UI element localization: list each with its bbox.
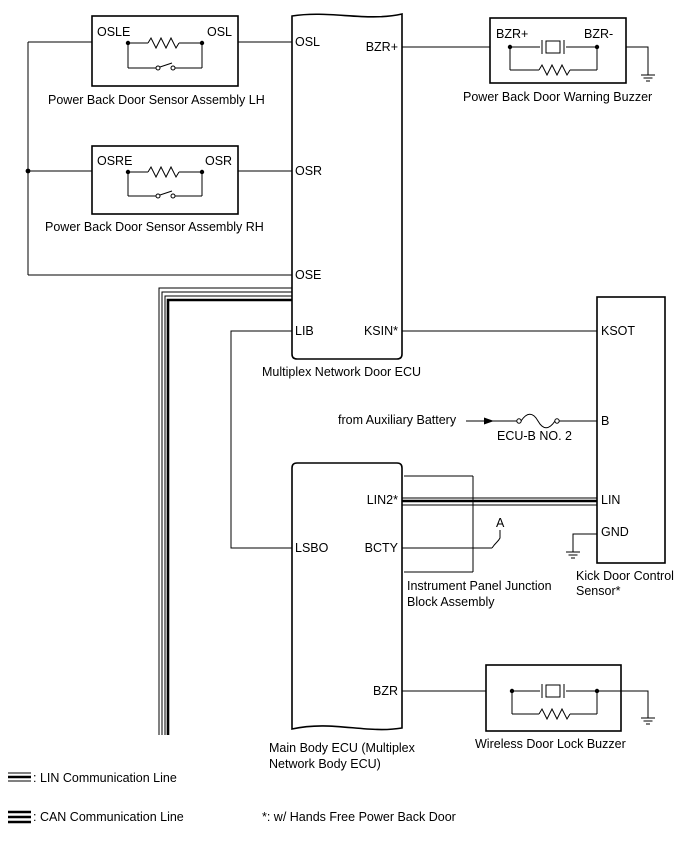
body-ecu-box: [291, 462, 403, 731]
can-communication-line: [158, 287, 292, 735]
body-ecu-pin-lsbo: LSBO: [295, 541, 329, 555]
fuse-label: ECU-B NO. 2: [497, 429, 572, 443]
kick-sensor-label-line1: Kick Door Control: [576, 569, 674, 583]
connector-a-label: A: [496, 516, 505, 530]
sensor-assembly-lh: [91, 15, 239, 87]
footnote: *: w/ Hands Free Power Back Door: [262, 810, 456, 824]
door-ecu-pin-lib: LIB: [295, 324, 314, 338]
lin-communication-line: [402, 497, 597, 506]
door-ecu-pin-osl: OSL: [295, 35, 320, 49]
sensor-rh-label: Power Back Door Sensor Assembly RH: [45, 220, 264, 234]
kick-sensor-pin-lin: LIN: [601, 493, 620, 507]
ground-icon: [626, 46, 655, 82]
wireless-buzzer-label: Wireless Door Lock Buzzer: [475, 737, 626, 751]
junction-block-label-line2: Block Assembly: [407, 595, 495, 609]
warning-buzzer: [489, 17, 627, 84]
door-ecu-pin-bzr-plus: BZR+: [366, 40, 398, 54]
aux-battery-label: from Auxiliary Battery: [338, 413, 457, 427]
door-ecu-pin-osr: OSR: [295, 164, 322, 178]
legend-lin-symbol: [8, 772, 31, 782]
door-ecu-pin-ose: OSE: [295, 268, 321, 282]
kick-sensor-label-line2: Sensor*: [576, 584, 621, 598]
warning-buzzer-label: Power Back Door Warning Buzzer: [463, 90, 652, 104]
aux-battery-wire: [466, 413, 597, 429]
sensor-common-wire: [25, 41, 292, 276]
warning-buzzer-pin-bzr-plus: BZR+: [496, 27, 528, 41]
sensor-lh-pin-osl: OSL: [207, 25, 232, 39]
body-ecu-label-line1: Main Body ECU (Multiplex: [269, 741, 416, 755]
warning-buzzer-pin-bzr-minus: BZR-: [584, 27, 613, 41]
body-ecu-label-line2: Network Body ECU): [269, 757, 381, 771]
bcty-wire: [402, 530, 501, 549]
door-ecu-pin-ksin: KSIN*: [364, 324, 398, 338]
lib-lsbo-wire: [230, 330, 292, 549]
legend-lin-label: : LIN Communication Line: [33, 771, 177, 785]
wireless-buzzer-ground-icon: [597, 690, 655, 725]
sensor-lh-label: Power Back Door Sensor Assembly LH: [48, 93, 265, 107]
body-ecu-pin-lin2: LIN2*: [367, 493, 398, 507]
legend-can-label: : CAN Communication Line: [33, 810, 184, 824]
junction-block-outline: [404, 475, 474, 573]
door-ecu-label: Multiplex Network Door ECU: [262, 365, 421, 379]
sensor-lh-pin-osle: OSLE: [97, 25, 130, 39]
sensor-rh-pin-osre: OSRE: [97, 154, 132, 168]
body-ecu-pin-bzr: BZR: [373, 684, 398, 698]
sensor-rh-pin-osr: OSR: [205, 154, 232, 168]
wireless-buzzer: [485, 664, 622, 732]
door-ecu-box: [291, 13, 403, 360]
kick-sensor-ground-icon: [566, 533, 597, 559]
kick-sensor-box: [596, 296, 666, 564]
sensor-assembly-rh: [91, 145, 239, 215]
body-ecu-pin-bcty: BCTY: [365, 541, 399, 555]
legend-can-symbol: [8, 810, 31, 824]
kick-sensor-pin-gnd: GND: [601, 525, 629, 539]
junction-block-label-line1: Instrument Panel Junction: [407, 579, 552, 593]
kick-sensor-pin-ksot: KSOT: [601, 324, 635, 338]
kick-sensor-pin-b: B: [601, 414, 609, 428]
